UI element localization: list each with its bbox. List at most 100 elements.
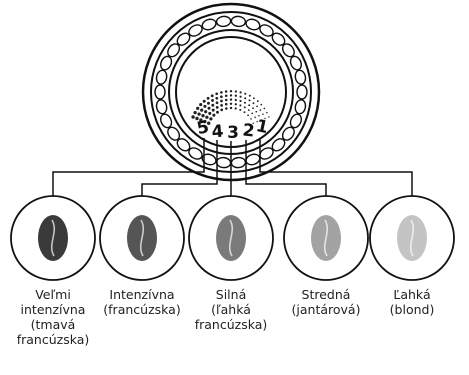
dial-scallop	[155, 69, 168, 85]
dial-scallop	[160, 113, 173, 129]
dial-dot	[239, 95, 242, 98]
dial-dot	[220, 108, 224, 112]
dial-dot	[264, 117, 266, 120]
dial-dot	[252, 122, 254, 124]
label-strength-3: Silná (ľahká francúzska)	[194, 287, 268, 332]
dial-dot	[195, 116, 199, 121]
dial-dot	[225, 107, 228, 110]
dial-number-1: 1	[254, 116, 270, 138]
dial-dot	[244, 92, 247, 95]
dial-dot	[207, 106, 211, 110]
dial-dot	[216, 110, 219, 114]
dial-dot	[243, 106, 246, 109]
dial-scallop	[271, 32, 286, 46]
dial-dot	[220, 91, 223, 94]
dial-dot	[224, 98, 228, 102]
dial-dot	[239, 108, 242, 111]
dial-scallop	[160, 55, 173, 71]
dial-dot	[229, 94, 233, 97]
dial-dot	[239, 91, 242, 94]
dial-dot	[254, 116, 256, 119]
dial-dot	[220, 104, 223, 107]
bean-crease	[50, 219, 56, 257]
dial-dot	[215, 96, 219, 100]
dial-scallop	[294, 69, 307, 85]
dial-dot	[250, 118, 252, 120]
dial-dot	[196, 106, 200, 110]
dial-dot	[239, 99, 242, 103]
bean-crease	[409, 219, 415, 257]
dial-dot	[211, 103, 215, 107]
dial-dot	[220, 99, 223, 103]
dial-dot	[210, 94, 214, 98]
dial-dot	[209, 117, 213, 121]
dial-scallop	[289, 113, 302, 129]
dial-dot	[260, 103, 263, 106]
dial-dot	[256, 105, 258, 108]
dial-dot	[259, 109, 262, 111]
dial-dot	[234, 103, 237, 106]
dial-dot	[252, 107, 254, 110]
label-strength-2: Stredná (jantárová)	[291, 287, 361, 317]
dial-dot	[243, 111, 246, 114]
dial-dot	[207, 101, 210, 105]
dial-dot	[262, 113, 264, 115]
dial-scallop	[201, 153, 217, 166]
dial-dot	[256, 100, 259, 103]
dial-dot	[234, 107, 237, 110]
dial-scallop	[176, 32, 191, 46]
bean-level-2	[283, 195, 369, 281]
label-strength-1: Ľahká (blond)	[389, 287, 435, 317]
dial-dot	[203, 119, 207, 124]
dial-dot	[203, 104, 207, 108]
dial-number-3: 3	[227, 123, 239, 143]
connector-lines	[52, 138, 413, 197]
dial-dot	[234, 90, 238, 93]
dial-dot	[224, 90, 228, 93]
dial-dot	[193, 110, 197, 115]
dial-dot	[212, 113, 216, 117]
dial-dot	[224, 94, 228, 97]
label-strength-5: Veľmi intenzívna (tmavá francúzska)	[16, 287, 90, 347]
bean-crease	[323, 219, 329, 257]
dial-dot	[234, 98, 237, 102]
dial-number-5: 5	[195, 117, 211, 139]
dial-scallop	[154, 84, 166, 100]
dial-dot	[266, 111, 268, 114]
dial-number-2: 2	[242, 120, 256, 141]
dial-scallop	[281, 126, 295, 141]
bean-circles	[10, 195, 455, 281]
dial-scallop	[167, 126, 181, 141]
dial-dot	[215, 101, 219, 105]
dial-scallop	[201, 18, 217, 31]
dial-dot	[258, 114, 260, 117]
bean-level-3	[188, 195, 274, 281]
dial-scallop	[289, 55, 302, 71]
connector-1	[259, 138, 413, 197]
bean-crease	[228, 219, 234, 257]
dial-dot	[197, 112, 201, 116]
connector-2	[245, 140, 327, 197]
dial-dot	[247, 114, 249, 117]
dial-dot	[207, 121, 211, 125]
dial-dot	[256, 120, 258, 123]
bean-level-5	[10, 195, 96, 281]
dial-scallop	[294, 99, 307, 115]
connector-5	[52, 138, 205, 197]
dial-scallop	[245, 18, 261, 31]
bean-level-4	[99, 195, 185, 281]
dial-dot	[243, 101, 247, 104]
dial-dot	[244, 97, 247, 100]
dial-dot	[202, 99, 206, 103]
dial-numbers: 5 4 3 2 1	[195, 116, 270, 143]
dial-dot	[224, 102, 228, 106]
dial-dot	[208, 111, 212, 115]
dial-scallop	[188, 147, 203, 160]
label-strength-4: Intenzívna (francúzska)	[103, 287, 181, 317]
dial-scallop	[167, 43, 181, 58]
dial-dot	[248, 104, 251, 107]
dial-dot	[211, 98, 214, 102]
dial-dot	[206, 96, 210, 100]
dial-dot	[205, 115, 209, 119]
